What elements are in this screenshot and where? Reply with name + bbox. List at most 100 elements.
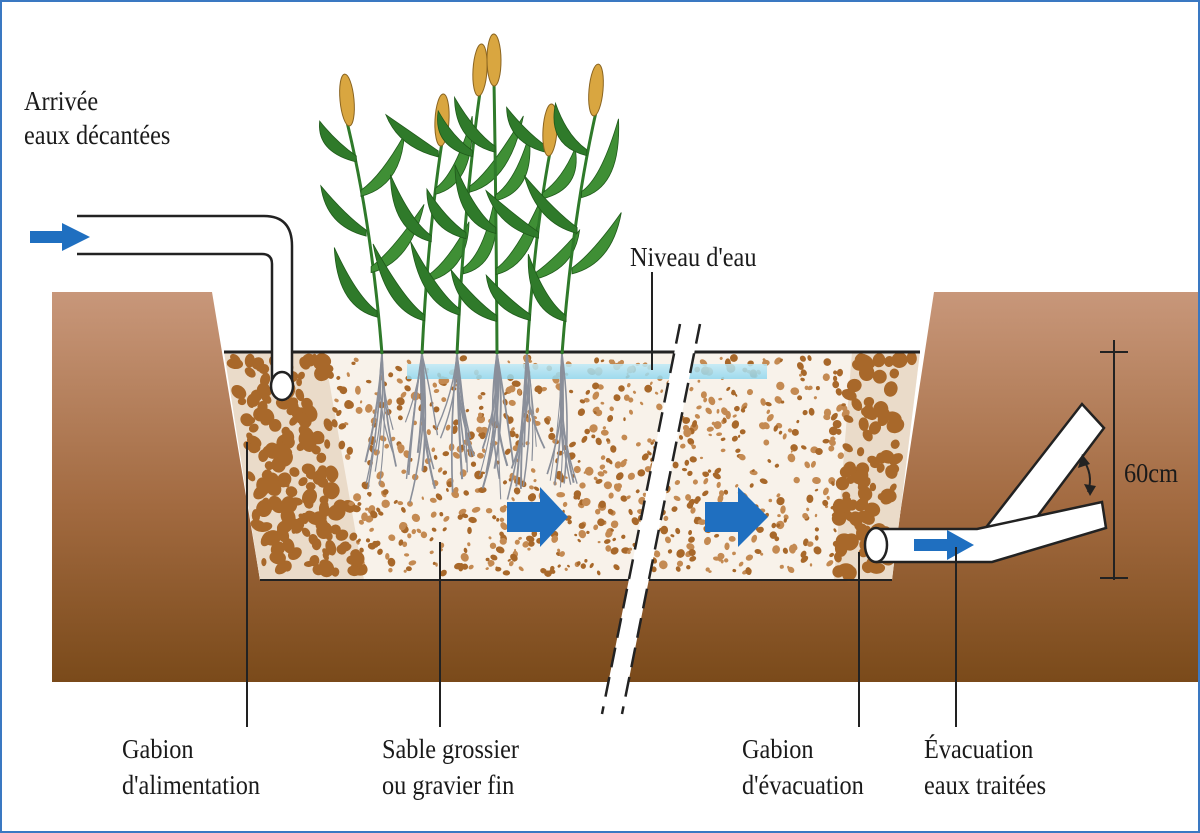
gravel-particle	[376, 471, 384, 480]
gravel-particle	[283, 478, 290, 488]
soil-ground	[52, 292, 1198, 682]
gravel-particle	[311, 538, 322, 551]
gravel-particle	[644, 384, 653, 393]
gravel-particle	[581, 497, 591, 507]
gravel-particle	[348, 501, 355, 506]
gravel-particle	[365, 538, 371, 543]
gravel-particle	[442, 451, 450, 457]
reed-root	[494, 353, 509, 467]
gravel-particle	[353, 493, 362, 502]
gravel-particle	[586, 530, 590, 535]
gravel-particle	[492, 515, 497, 520]
gravel-particle	[281, 429, 295, 446]
reed-leaf	[485, 274, 531, 322]
gravel-particle	[708, 396, 716, 406]
gravel-particle	[620, 459, 627, 468]
gravel-particle	[675, 527, 681, 535]
gravel-particle	[569, 389, 574, 394]
gravel-particle	[707, 469, 712, 473]
reed-root	[522, 353, 531, 487]
gravel-particle	[688, 536, 695, 543]
gravel-particle	[595, 478, 603, 484]
gravel-particle	[557, 564, 561, 568]
gravel-particle	[749, 483, 754, 488]
gravel-particle	[432, 382, 438, 388]
gravel-particle	[451, 490, 460, 499]
gravel-particle	[799, 373, 803, 377]
gravel-particle	[723, 489, 729, 495]
gravel-particle	[439, 569, 447, 577]
gravel-particle	[231, 385, 247, 400]
gravel-particle	[256, 477, 270, 496]
reed-leaf	[571, 212, 622, 275]
gravel-particle	[773, 425, 779, 432]
gravel-particle	[885, 465, 898, 479]
reed-root	[519, 353, 528, 489]
gravel-particle	[682, 424, 690, 432]
gravel-particle	[809, 563, 813, 567]
reed-leaf	[426, 187, 467, 240]
gravel-particle	[814, 513, 818, 518]
gravel-particle	[305, 482, 316, 491]
gravel-particle	[351, 361, 356, 366]
reed-root	[408, 353, 425, 504]
gravel-particle	[407, 533, 412, 539]
gravel-particle	[703, 536, 712, 546]
gravel-particle	[787, 453, 796, 463]
gravel-particle	[585, 389, 591, 395]
gravel-particle	[891, 352, 908, 368]
gravel-particle	[801, 445, 807, 450]
gravel-particle	[822, 499, 829, 507]
gravel-particle	[402, 541, 408, 548]
gravel-particle	[678, 435, 684, 440]
gravel-particle	[396, 397, 405, 406]
gravel-particle	[832, 375, 838, 382]
gravel-particle	[841, 389, 857, 401]
reed-root	[481, 353, 499, 449]
gravel-particle	[708, 570, 712, 573]
gravel-particle	[336, 385, 345, 391]
gravel-particle	[810, 460, 816, 468]
gravel-particle	[703, 478, 709, 485]
gravel-particle	[535, 407, 540, 414]
gravel-particle	[599, 466, 604, 470]
gravel-particle	[713, 556, 720, 561]
outlet-arrow	[914, 530, 974, 560]
gravel-particle	[618, 385, 625, 392]
reed-stem	[525, 151, 552, 355]
gravel-particle	[408, 560, 417, 566]
gravel-particle	[623, 417, 626, 422]
gravel-particle	[660, 389, 664, 393]
reed-roots	[364, 353, 578, 504]
gravel-particle	[349, 532, 358, 541]
gravel-particle	[856, 447, 865, 457]
gravel-particle	[869, 482, 877, 492]
gravel-particle	[649, 381, 653, 386]
gravel-particle	[776, 493, 781, 498]
gravel-particle	[813, 546, 822, 555]
gravel-particle	[416, 528, 422, 534]
gravel-particle	[336, 375, 341, 380]
gravel-particle	[625, 495, 631, 500]
gravel-particle	[579, 482, 586, 489]
gravel-particle	[879, 416, 888, 426]
gravel-particle	[508, 385, 516, 393]
gravel-particle	[883, 381, 898, 397]
gravel-particle	[471, 506, 481, 513]
label-outlet-line2: eaux traitées	[924, 770, 1047, 800]
gravel-particle	[388, 372, 394, 378]
gravel-particle	[833, 552, 842, 563]
gravel-particle	[774, 357, 782, 365]
reed-root	[405, 353, 423, 479]
gravel-particle	[592, 391, 600, 400]
gravel-particle	[814, 535, 819, 541]
gravel-particle	[608, 492, 614, 499]
gravel-particle	[367, 492, 371, 496]
gravel-particle	[577, 460, 581, 463]
gravel-particle	[713, 421, 722, 430]
gravel-particle	[257, 400, 268, 414]
gravel-particle	[513, 487, 521, 495]
gravel-particle	[246, 432, 254, 441]
gravel-particle	[674, 480, 681, 485]
gravel-particle	[906, 351, 917, 366]
